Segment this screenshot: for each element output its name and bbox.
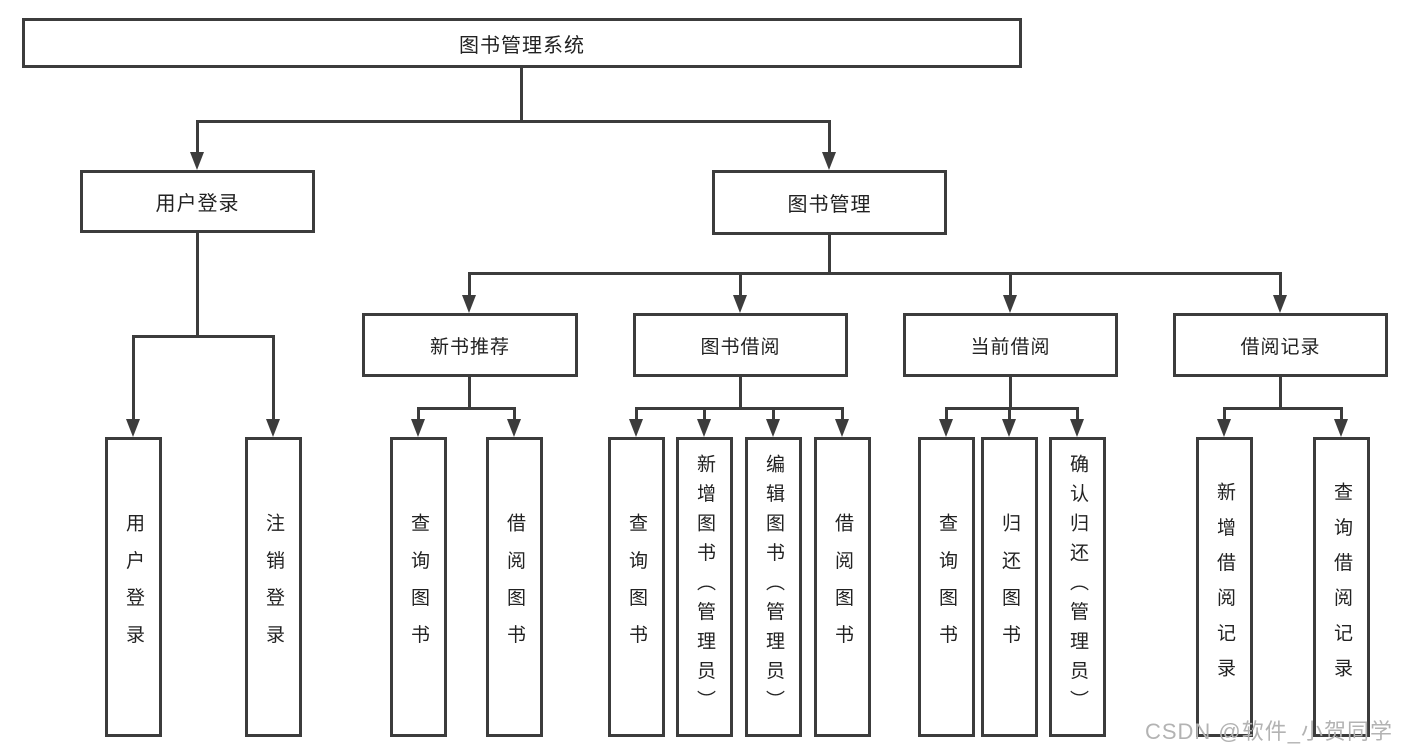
node-label: 编辑图书（管理员）	[763, 454, 784, 720]
node-label: 新增图书（管理员）	[694, 454, 715, 720]
line-segment	[272, 335, 275, 419]
node-borrowing-records: 借阅记录	[1173, 313, 1388, 377]
node-edit-book-admin: 编辑图书（管理员）	[745, 437, 802, 737]
line-segment	[739, 272, 742, 295]
line-segment	[417, 407, 516, 410]
arrowhead-icon	[1334, 419, 1348, 437]
line-segment	[1009, 272, 1012, 295]
line-segment	[945, 407, 1079, 410]
line-segment	[1076, 407, 1079, 419]
line-segment	[772, 407, 775, 419]
line-segment	[1223, 407, 1343, 410]
node-return-books: 归还图书	[981, 437, 1038, 737]
node-label: 查询图书	[936, 512, 957, 662]
line-segment	[841, 407, 844, 419]
csdn-watermark: CSDN @软件_小贺同学	[1144, 719, 1393, 744]
arrowhead-icon	[266, 419, 280, 437]
arrowhead-icon	[411, 419, 425, 437]
line-segment	[513, 407, 516, 419]
node-label: 查询图书	[408, 512, 429, 662]
line-segment	[828, 120, 831, 152]
line-segment	[1279, 272, 1282, 295]
line-segment	[468, 272, 471, 295]
line-segment	[196, 120, 199, 152]
arrowhead-icon	[462, 295, 476, 313]
arrowhead-icon	[939, 419, 953, 437]
node-user-login-leaf: 用户登录	[105, 437, 162, 737]
arrowhead-icon	[1273, 295, 1287, 313]
node-user-login: 用户登录	[80, 170, 315, 233]
arrowhead-icon	[190, 152, 204, 170]
node-book-borrowing: 图书借阅	[633, 313, 848, 377]
line-segment	[739, 377, 742, 410]
arrowhead-icon	[822, 152, 836, 170]
arrowhead-icon	[835, 419, 849, 437]
line-segment	[1009, 377, 1012, 410]
line-segment	[1008, 407, 1011, 419]
arrowhead-icon	[507, 419, 521, 437]
node-borrow-books-recommend: 借阅图书	[486, 437, 543, 737]
node-confirm-return-admin: 确认归还（管理员）	[1049, 437, 1106, 737]
line-segment	[1279, 377, 1282, 410]
node-add-book-admin: 新增图书（管理员）	[676, 437, 733, 737]
node-label: 确认归还（管理员）	[1067, 454, 1088, 720]
line-segment	[1223, 407, 1226, 419]
node-add-borrow-record: 新增借阅记录	[1196, 437, 1253, 737]
line-segment	[468, 272, 1282, 275]
node-current-borrowing: 当前借阅	[903, 313, 1118, 377]
node-query-books-current: 查询图书	[918, 437, 975, 737]
node-new-book-recommend: 新书推荐	[362, 313, 578, 377]
line-segment	[196, 233, 199, 338]
node-label: 查询图书	[626, 512, 647, 662]
line-segment	[417, 407, 420, 419]
line-segment	[703, 407, 706, 419]
node-library-system: 图书管理系统	[22, 18, 1022, 68]
arrowhead-icon	[629, 419, 643, 437]
arrowhead-icon	[766, 419, 780, 437]
arrowhead-icon	[1217, 419, 1231, 437]
arrowhead-icon	[1002, 419, 1016, 437]
node-label: 注销登录	[263, 512, 284, 662]
arrowhead-icon	[733, 295, 747, 313]
node-logout: 注销登录	[245, 437, 302, 737]
arrowhead-icon	[1070, 419, 1084, 437]
line-segment	[468, 377, 471, 410]
node-borrow-books-borrowing: 借阅图书	[814, 437, 871, 737]
line-segment	[520, 68, 523, 122]
line-segment	[196, 120, 831, 123]
node-label: 用户登录	[123, 512, 144, 662]
line-segment	[635, 407, 844, 410]
node-query-books-recommend: 查询图书	[390, 437, 447, 737]
line-segment	[132, 335, 275, 338]
node-label: 借阅图书	[504, 512, 525, 662]
line-segment	[945, 407, 948, 419]
node-label: 借阅图书	[832, 512, 853, 662]
line-segment	[828, 235, 831, 275]
node-query-borrow-record: 查询借阅记录	[1313, 437, 1370, 737]
line-segment	[132, 335, 135, 419]
arrowhead-icon	[1003, 295, 1017, 313]
node-query-books-borrowing: 查询图书	[608, 437, 665, 737]
line-segment	[635, 407, 638, 419]
node-label: 新增借阅记录	[1214, 481, 1235, 693]
line-segment	[1340, 407, 1343, 419]
node-label: 查询借阅记录	[1331, 481, 1352, 693]
node-label: 归还图书	[999, 512, 1020, 662]
node-book-management: 图书管理	[712, 170, 947, 235]
arrowhead-icon	[697, 419, 711, 437]
arrowhead-icon	[126, 419, 140, 437]
